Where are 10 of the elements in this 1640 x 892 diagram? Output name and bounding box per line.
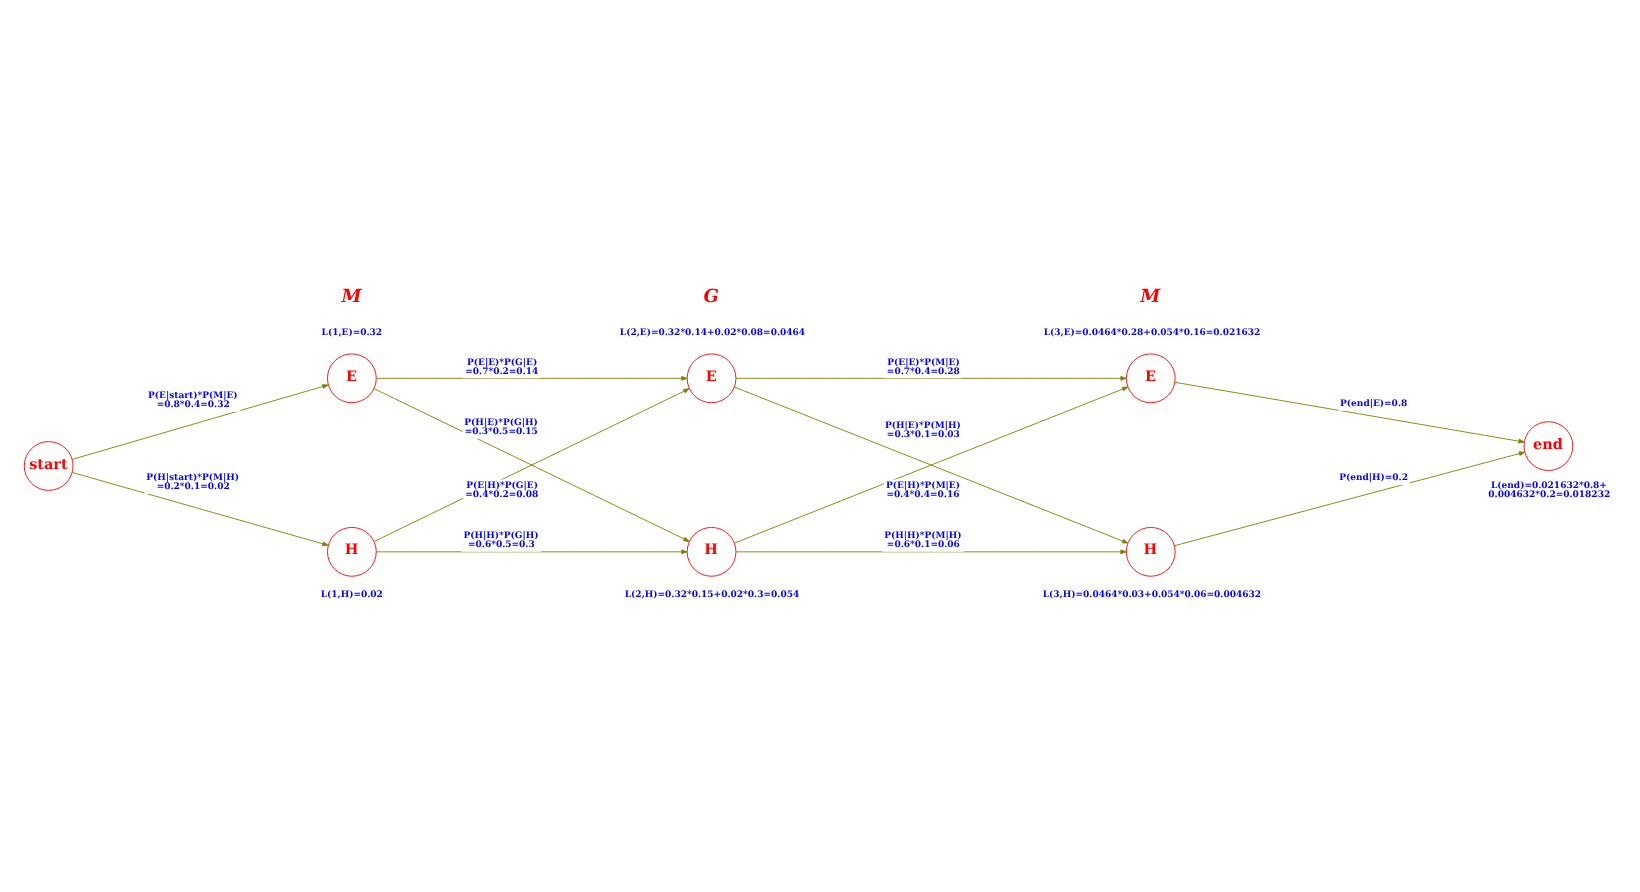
label: M <box>1140 286 1161 307</box>
arrow <box>373 387 690 541</box>
label: G <box>703 286 719 307</box>
arrow <box>734 385 1129 543</box>
label: M <box>341 286 362 307</box>
arrow <box>1174 380 1525 443</box>
arrow <box>376 374 688 380</box>
arrow <box>1174 450 1526 546</box>
arrow <box>71 383 329 459</box>
arrow <box>735 374 1127 380</box>
